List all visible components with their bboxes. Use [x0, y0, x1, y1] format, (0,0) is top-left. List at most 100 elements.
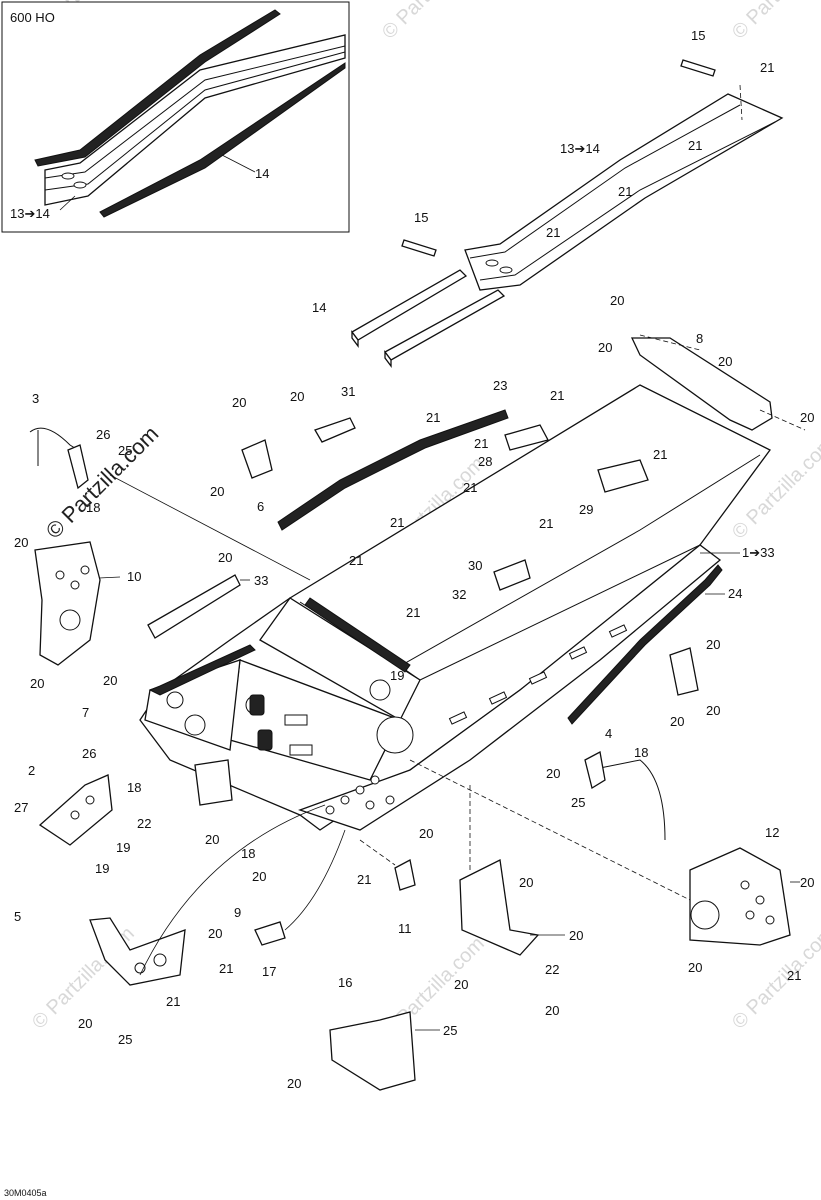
- callout: 32: [452, 587, 466, 602]
- callout: 29: [579, 502, 593, 517]
- callout: 24: [728, 586, 742, 601]
- callout: 20: [569, 928, 583, 943]
- bracket-29: [597, 459, 649, 493]
- callout: 20: [290, 389, 304, 404]
- handle-bracket-4: [584, 751, 606, 790]
- bracket-16: [329, 1011, 416, 1091]
- slide-rail-13-14: [464, 93, 784, 291]
- callout: 21: [390, 515, 404, 530]
- callout: 20: [454, 977, 468, 992]
- callout: 26: [96, 427, 110, 442]
- callout: 20: [78, 1016, 92, 1031]
- callout: 21: [406, 605, 420, 620]
- callout: 33: [254, 573, 268, 588]
- callout: 21: [787, 968, 801, 983]
- callout: 12: [765, 825, 779, 840]
- handle-4: [589, 759, 666, 841]
- callout: 21: [463, 480, 477, 495]
- callout: 19: [95, 861, 109, 876]
- callout: 16: [338, 975, 352, 990]
- callout: 20: [670, 714, 684, 729]
- callout: 18: [241, 846, 255, 861]
- callout: 21: [474, 436, 488, 451]
- callout: 11: [398, 921, 412, 936]
- handle-bracket-3: [67, 444, 89, 490]
- callout: 21: [357, 872, 371, 887]
- bracket-30: [493, 559, 531, 591]
- callout: 14: [312, 300, 326, 315]
- callout: 13➔14: [560, 141, 600, 156]
- callout: 20: [287, 1076, 301, 1091]
- callout: 18: [86, 500, 100, 515]
- plate-11: [689, 847, 791, 946]
- callout: 22: [545, 962, 559, 977]
- inset-callout-14: 14: [255, 166, 269, 181]
- callout: 20: [103, 673, 117, 688]
- callout: 23: [493, 378, 507, 393]
- callout: 21: [349, 553, 363, 568]
- strip-23: [277, 409, 509, 531]
- callout: 25: [571, 795, 585, 810]
- inset-title: 600 HO: [10, 10, 55, 25]
- wear-strip-15-mid: [401, 239, 437, 257]
- callout: 21: [539, 516, 553, 531]
- callout: 3: [32, 391, 39, 406]
- callout: 5: [14, 909, 21, 924]
- bracket-5: [394, 859, 416, 891]
- callout: 21: [760, 60, 774, 75]
- callout: 9: [234, 905, 241, 920]
- callout: 21: [166, 994, 180, 1009]
- callout: 19: [390, 668, 404, 683]
- callout: 20: [232, 395, 246, 410]
- callout: 20: [800, 875, 814, 890]
- svg-text:© Partzilla.com: © Partzilla.com: [378, 0, 489, 44]
- bracket-33: [147, 574, 241, 639]
- callout: 4: [605, 726, 612, 741]
- bracket-6: [241, 439, 273, 479]
- callout: 21: [688, 138, 702, 153]
- callout: 21: [426, 410, 440, 425]
- callout: 21: [550, 388, 564, 403]
- callout: 20: [718, 354, 732, 369]
- bracket-2: [38, 774, 113, 846]
- callout: 20: [30, 676, 44, 691]
- callout: 20: [706, 703, 720, 718]
- plate-10: [34, 541, 101, 666]
- callout: 21: [546, 225, 560, 240]
- callout: 17: [262, 964, 276, 979]
- callout: 15: [414, 210, 428, 225]
- callout: 19: [116, 840, 130, 855]
- strip-24: [567, 564, 723, 725]
- bracket-19: [194, 759, 233, 806]
- bracket-8: [630, 337, 773, 431]
- slide-bars-14: [351, 269, 506, 368]
- callout: 20: [210, 484, 224, 499]
- callout: 30: [468, 558, 482, 573]
- callout: 31: [341, 384, 355, 399]
- callout: 20: [800, 410, 814, 425]
- svg-text:© Partzilla.com: © Partzilla.com: [728, 0, 821, 44]
- callout: 15: [691, 28, 705, 43]
- callout: 25: [443, 1023, 457, 1038]
- bracket-9: [89, 917, 186, 986]
- inset-callout-13-14: 13➔14: [10, 206, 50, 221]
- callout: 20: [545, 1003, 559, 1018]
- callout: 20: [252, 869, 266, 884]
- callouts: 15 21 13➔14 21 21 21 15 14 20 20 8 20 20…: [14, 28, 814, 1091]
- handle-3: [29, 427, 79, 466]
- bracket-31: [314, 417, 356, 443]
- figure-code: 30M0405a: [4, 1188, 47, 1198]
- callout: 25: [118, 1032, 132, 1047]
- callout: 27: [14, 800, 28, 815]
- callout: 2: [28, 763, 35, 778]
- callout: 20: [688, 960, 702, 975]
- callout: 21: [219, 961, 233, 976]
- inset-box: 600 HO 14 13➔14: [1, 1, 350, 233]
- leader-lines: [98, 84, 806, 1031]
- callout: 20: [205, 832, 219, 847]
- callout: 20: [598, 340, 612, 355]
- callout: 20: [610, 293, 624, 308]
- callout: 20: [706, 637, 720, 652]
- callout: 28: [478, 454, 492, 469]
- callout: 20: [208, 926, 222, 941]
